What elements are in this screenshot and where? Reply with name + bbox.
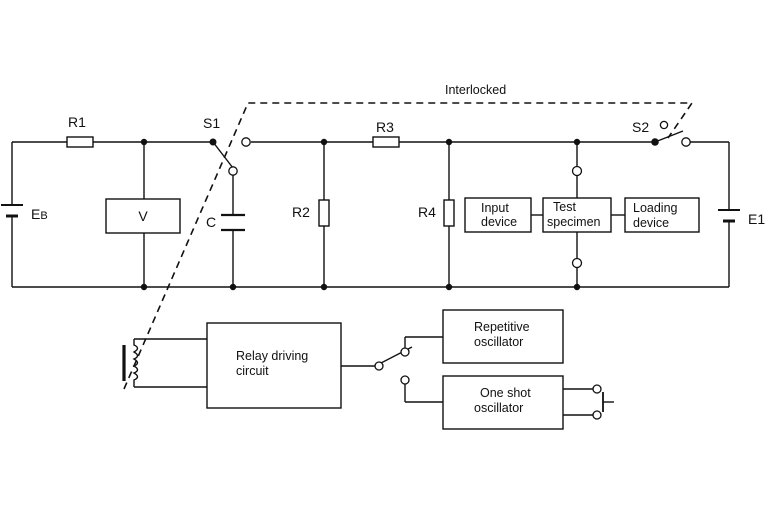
eb-sub: B (40, 210, 47, 222)
switch-s2 (651, 120, 691, 147)
s1-label: S1 (203, 115, 220, 131)
battery-eb (1, 204, 23, 218)
s2-label: S2 (632, 119, 649, 135)
eb-main: E (31, 206, 40, 222)
capacitor-c (221, 213, 245, 232)
voltmeter-box (105, 198, 181, 234)
resistor-r2 (318, 199, 330, 227)
relay-driving-circuit-label: Relay driving circuit (236, 349, 312, 378)
interlock-dashed-line (123, 102, 694, 390)
main-circuit (11, 141, 730, 288)
resistor-r1 (66, 136, 94, 148)
c-label: C (206, 214, 216, 230)
input-device-box (464, 197, 532, 233)
relay-coil (122, 338, 207, 388)
test-specimen-box (542, 197, 612, 233)
interlocked-label: Interlocked (445, 83, 506, 97)
r3-label: R3 (376, 119, 394, 135)
resistor-r3 (372, 136, 400, 148)
specimen-terminal-bottom (571, 257, 583, 269)
one-shot-oscillator-box (442, 375, 564, 430)
eb-label: EB (31, 206, 48, 222)
specimen-terminal-top (571, 165, 583, 177)
loading-device-box (624, 197, 700, 233)
loading-device-label: Loading device (633, 201, 681, 230)
relay-switch (341, 336, 443, 403)
repetitive-oscillator-label: Repetitive oscillator (474, 320, 533, 349)
resistor-r4 (443, 199, 455, 227)
test-specimen-label: Test specimen (547, 200, 601, 229)
one-shot-oscillator-label: One shot oscillator (474, 386, 534, 415)
one-shot-pushbutton (563, 384, 614, 420)
r4-label: R4 (418, 204, 436, 220)
voltmeter-label: V (138, 208, 148, 224)
battery-e1 (718, 209, 740, 223)
r1-label: R1 (68, 114, 86, 130)
input-device-label: Input device (481, 201, 517, 229)
switch-s1 (209, 137, 251, 176)
repetitive-oscillator-box (442, 309, 564, 364)
r2-label: R2 (292, 204, 310, 220)
relay-driving-circuit-box (206, 322, 342, 409)
junction-dots (140, 138, 581, 291)
e1-label: E1 (748, 211, 765, 227)
